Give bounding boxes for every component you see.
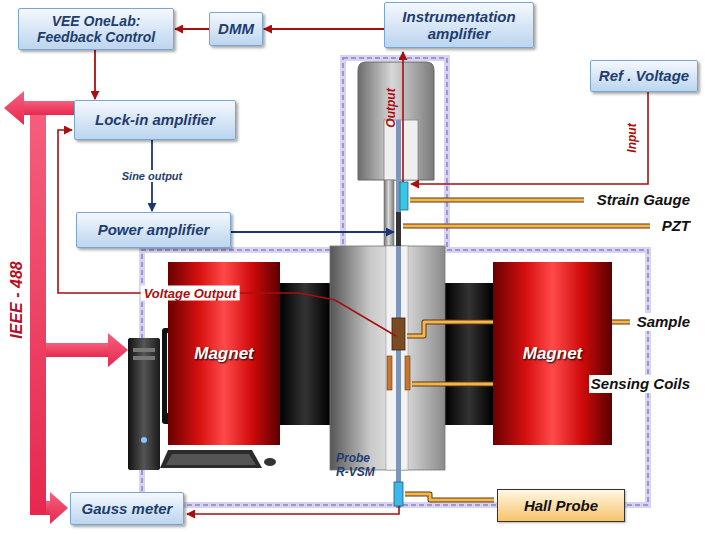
signal-name: Output [384,88,398,127]
callout-box: Hall Probe [497,489,625,522]
node-text: Magnet [194,344,254,364]
part-name: PZT [660,217,692,235]
magnet-block: Magnet [493,262,612,445]
node-text: Power amplifier [98,221,210,238]
signal-name: Input [625,123,639,152]
signal-connector [175,28,209,30]
node-text: Hall Probe [524,497,598,514]
node-text: DMM [218,20,254,37]
edge-label: Sine output [120,170,185,182]
instrument-box: DMM [209,12,263,46]
software-box: VEE OneLab: Feedback Control [18,8,174,50]
node-text: Gauss meter [82,500,173,517]
node-text: Magnet [523,344,583,364]
node-text: VEE OneLab: Feedback Control [25,13,167,45]
node-text: Ref . Voltage [599,67,689,84]
signal-name: Voltage Output [141,286,240,301]
instrument-box: Lock-in amplifier [74,100,236,140]
node-text: Instrumentation amplifier [391,8,527,43]
signal-connector [94,50,96,99]
part-name: Sensing Coils [589,375,692,393]
bus-name: IEEE - 488 [8,261,26,338]
instrument-box: Power amplifier [76,212,231,248]
instrument-box: Gauss meter [70,492,184,525]
node-text: Lock-in amplifier [95,111,215,128]
part-name: Sample [635,313,692,331]
source-box: Ref . Voltage [590,60,698,92]
part-name: Strain Gauge [595,191,692,209]
signal-connector [264,28,384,30]
instrument-box: Instrumentation amplifier [384,2,534,48]
part-name: Probe R-VSM [336,452,384,480]
